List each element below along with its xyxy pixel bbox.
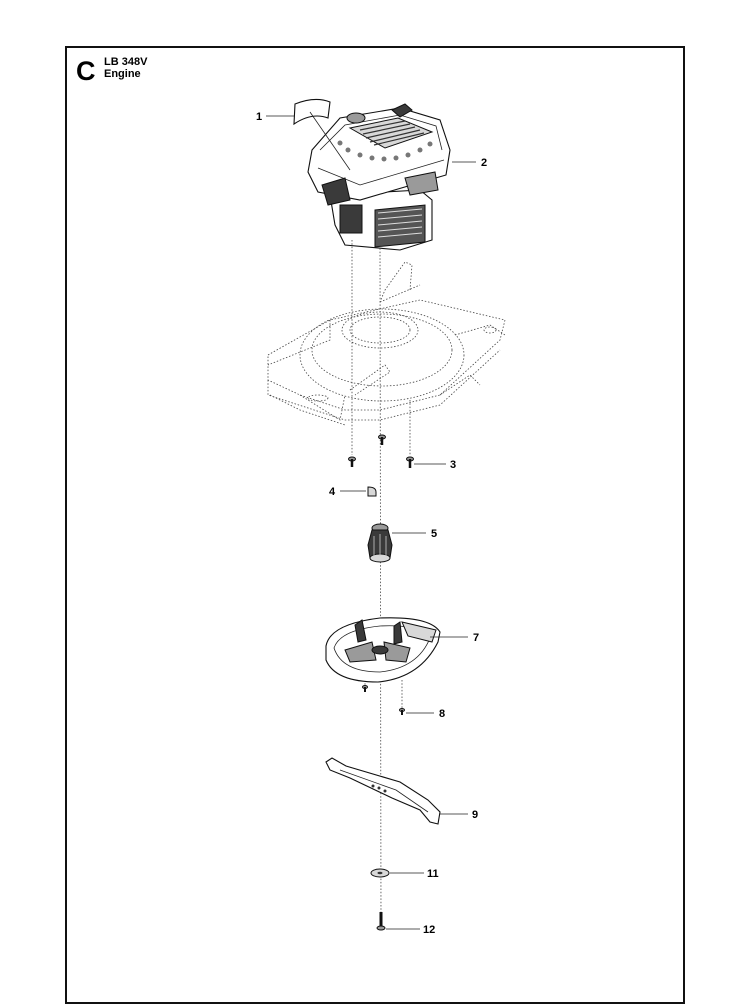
callout-11: 11: [427, 868, 439, 880]
callout-1: 1: [256, 111, 262, 123]
section-heading: LB 348V Engine: [104, 56, 147, 80]
key-part[interactable]: [367, 486, 377, 497]
callout-5: 5: [431, 528, 437, 540]
blade-disc-part[interactable]: [325, 617, 441, 683]
mounting-screws-part[interactable]: [348, 434, 414, 468]
blade-adapter-part[interactable]: [367, 523, 393, 563]
section-title: Engine: [104, 68, 141, 80]
mower-blade-part[interactable]: [325, 757, 441, 825]
washer-part[interactable]: [370, 868, 390, 878]
callout-7: 7: [473, 632, 479, 644]
callout-8: 8: [439, 708, 445, 720]
callout-9: 9: [472, 809, 478, 821]
callout-12: 12: [423, 924, 435, 936]
callout-2: 2: [481, 157, 487, 169]
callout-leaders: [266, 111, 476, 930]
section-letter: C: [76, 56, 96, 86]
model-name: LB 348V: [104, 56, 148, 68]
blade-bolt-part[interactable]: [376, 912, 386, 931]
mower-deck-reference: [267, 261, 506, 426]
label-decal-part[interactable]: [293, 98, 331, 126]
drawing-frame: [65, 46, 685, 1004]
callout-3: 3: [450, 459, 456, 471]
callout-4: 4: [329, 486, 336, 498]
engine-part[interactable]: [307, 103, 451, 251]
disc-screws-part[interactable]: [362, 685, 405, 716]
